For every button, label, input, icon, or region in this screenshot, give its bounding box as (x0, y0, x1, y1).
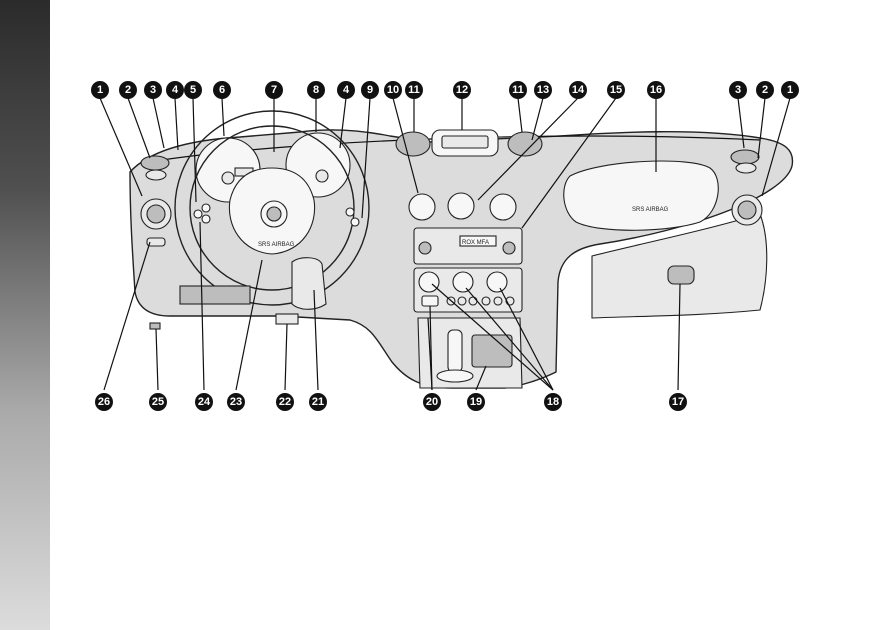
svg-text:7: 7 (271, 84, 277, 96)
callout-1-right: 1 (781, 81, 799, 99)
callout-25: 25 (149, 393, 167, 411)
callout-16: 16 (647, 81, 665, 99)
chapter-side-tab (0, 0, 50, 630)
callout-10: 10 (384, 81, 402, 99)
callout-18: 18 (544, 393, 562, 411)
climate-knob-right (486, 271, 508, 293)
radio-brand-label: ROX MFA (462, 240, 489, 246)
center-left-vent (395, 131, 431, 157)
callout-9: 9 (361, 81, 379, 99)
callout-21: 21 (309, 393, 327, 411)
callout-2-left: 2 (119, 81, 137, 99)
callout-6: 6 (213, 81, 231, 99)
svg-text:20: 20 (426, 396, 438, 408)
svg-text:2: 2 (762, 84, 768, 96)
svg-text:1: 1 (97, 84, 103, 96)
svg-text:24: 24 (198, 396, 211, 408)
callout-12: 12 (453, 81, 471, 99)
svg-text:2: 2 (125, 84, 131, 96)
hazard-button (421, 295, 439, 307)
callout-15: 15 (607, 81, 625, 99)
svg-text:17: 17 (672, 396, 684, 408)
svg-text:9: 9 (367, 84, 373, 96)
callout-24: 24 (195, 393, 213, 411)
svg-text:4: 4 (172, 84, 179, 96)
svg-text:6: 6 (219, 84, 225, 96)
callout-14: 14 (569, 81, 587, 99)
svg-text:16: 16 (650, 84, 662, 96)
climate-knob-center (452, 271, 474, 293)
glove-box-handle (667, 265, 695, 285)
climate-knob-left (418, 271, 440, 293)
callout-11-left: 11 (405, 81, 423, 99)
svg-text:14: 14 (572, 84, 585, 96)
callout-22: 22 (276, 393, 294, 411)
callout-4-right: 4 (337, 81, 355, 99)
callout-3-right: 3 (729, 81, 747, 99)
gauge-center (447, 192, 475, 220)
callout-19: 19 (467, 393, 485, 411)
svg-text:1: 1 (787, 84, 793, 96)
svg-text:26: 26 (98, 396, 110, 408)
svg-text:12: 12 (456, 84, 468, 96)
center-right-vent (507, 131, 543, 157)
svg-text:11: 11 (408, 84, 420, 96)
steering-wheel-rim (174, 110, 370, 306)
svg-text:19: 19 (470, 396, 482, 408)
steering-column-shroud (291, 257, 327, 310)
svg-text:23: 23 (230, 396, 242, 408)
passenger-airbag-panel (563, 160, 719, 231)
callout-26: 26 (95, 393, 113, 411)
storage-tray (471, 334, 513, 368)
callout-8: 8 (307, 81, 325, 99)
left-defroster-grille (140, 155, 170, 171)
callout-5: 5 (184, 81, 202, 99)
gear-lever (447, 329, 463, 373)
callout-3-left: 3 (144, 81, 162, 99)
gauge-right (489, 193, 517, 221)
callout-7: 7 (265, 81, 283, 99)
svg-text:13: 13 (537, 84, 549, 96)
svg-text:4: 4 (343, 84, 350, 96)
callout-4-left: 4 (166, 81, 184, 99)
callout-23: 23 (227, 393, 245, 411)
gauge-left (408, 193, 436, 221)
svg-text:18: 18 (547, 396, 559, 408)
svg-text:8: 8 (313, 84, 319, 96)
callout-1-left: 1 (91, 81, 109, 99)
svg-text:3: 3 (735, 84, 741, 96)
wheel-airbag-label: SRS AIRBAG (258, 242, 295, 248)
svg-text:25: 25 (152, 396, 164, 408)
svg-text:11: 11 (512, 84, 524, 96)
svg-text:5: 5 (190, 84, 196, 96)
callout-17: 17 (669, 393, 687, 411)
svg-text:15: 15 (610, 84, 622, 96)
callout-13: 13 (534, 81, 552, 99)
callout-2-right: 2 (756, 81, 774, 99)
svg-text:10: 10 (387, 84, 399, 96)
callout-20: 20 (423, 393, 441, 411)
svg-text:22: 22 (279, 396, 291, 408)
right-defroster-grille (730, 149, 760, 165)
leader-lines (99, 97, 791, 391)
passenger-airbag-label: SRS AIRBAG (632, 207, 669, 213)
svg-text:21: 21 (312, 396, 324, 408)
callout-11-right: 11 (509, 81, 527, 99)
svg-text:3: 3 (150, 84, 156, 96)
